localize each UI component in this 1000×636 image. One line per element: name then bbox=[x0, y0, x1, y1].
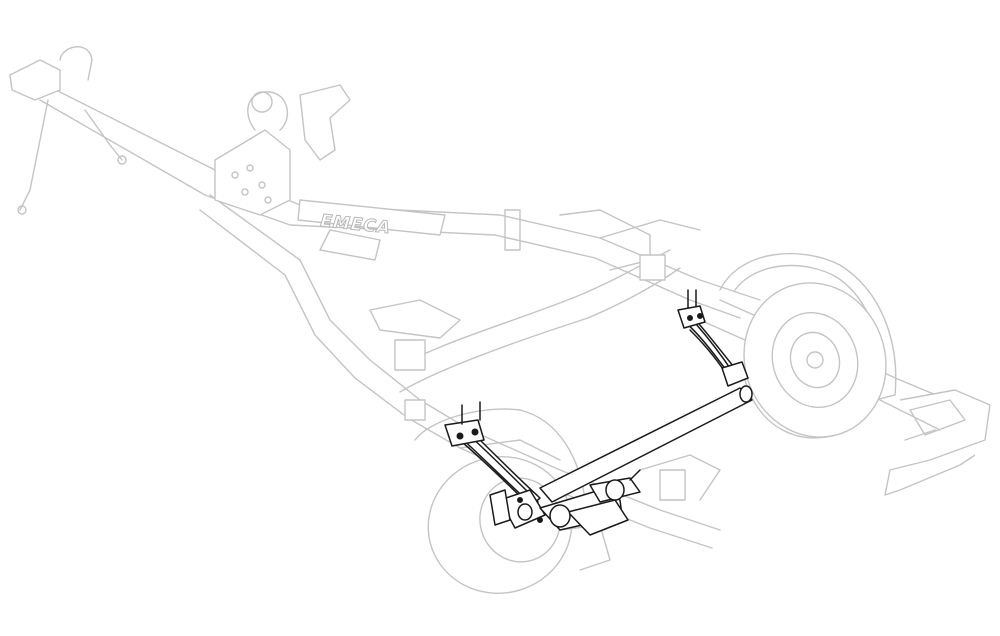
axle-tube bbox=[539, 385, 753, 503]
hub-and-shackle-cluster bbox=[489, 469, 641, 536]
front-left-wheel-ghost bbox=[414, 408, 611, 594]
rear-right-wheel-ghost bbox=[719, 252, 897, 439]
axle-assembly-highlight bbox=[444, 289, 753, 536]
rear-leaf-spring bbox=[677, 289, 749, 387]
rear-light-bracket-ghost bbox=[884, 389, 991, 496]
front-leaf-spring bbox=[444, 401, 541, 511]
